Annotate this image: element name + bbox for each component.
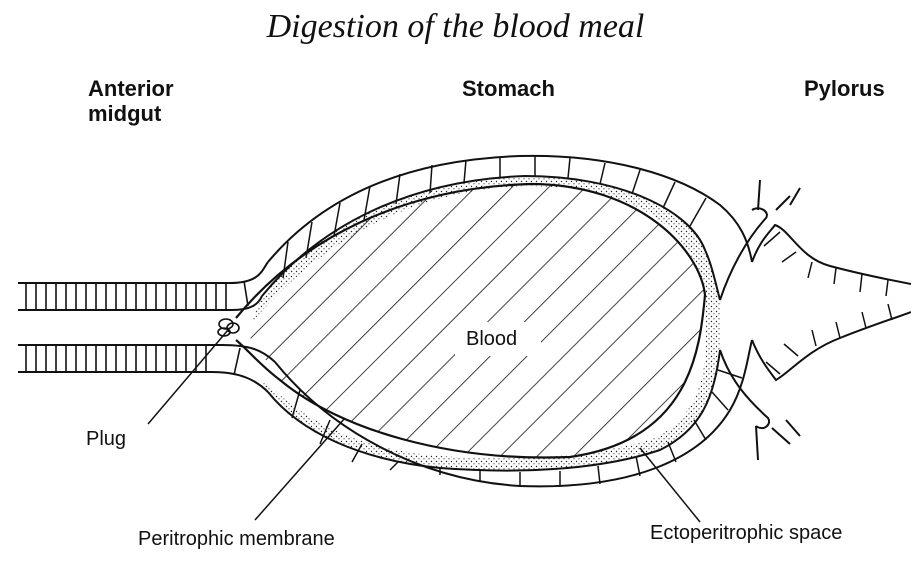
plug-icon: [218, 319, 239, 336]
peritrophic-membrane-label: Peritrophic membrane: [138, 528, 335, 551]
blood-label: Blood: [466, 328, 517, 351]
anterior-midgut-lower-wall: [18, 345, 275, 392]
peritrophic-membrane-leader-line: [255, 418, 345, 520]
anterior-midgut-upper-wall: [18, 262, 268, 310]
ectoperitrophic-space-label: Ectoperitrophic space: [650, 522, 842, 545]
ectoperitrophic-space-leader-line: [640, 448, 700, 522]
pylorus-wall: [720, 180, 911, 460]
plug-label: Plug: [86, 428, 126, 451]
